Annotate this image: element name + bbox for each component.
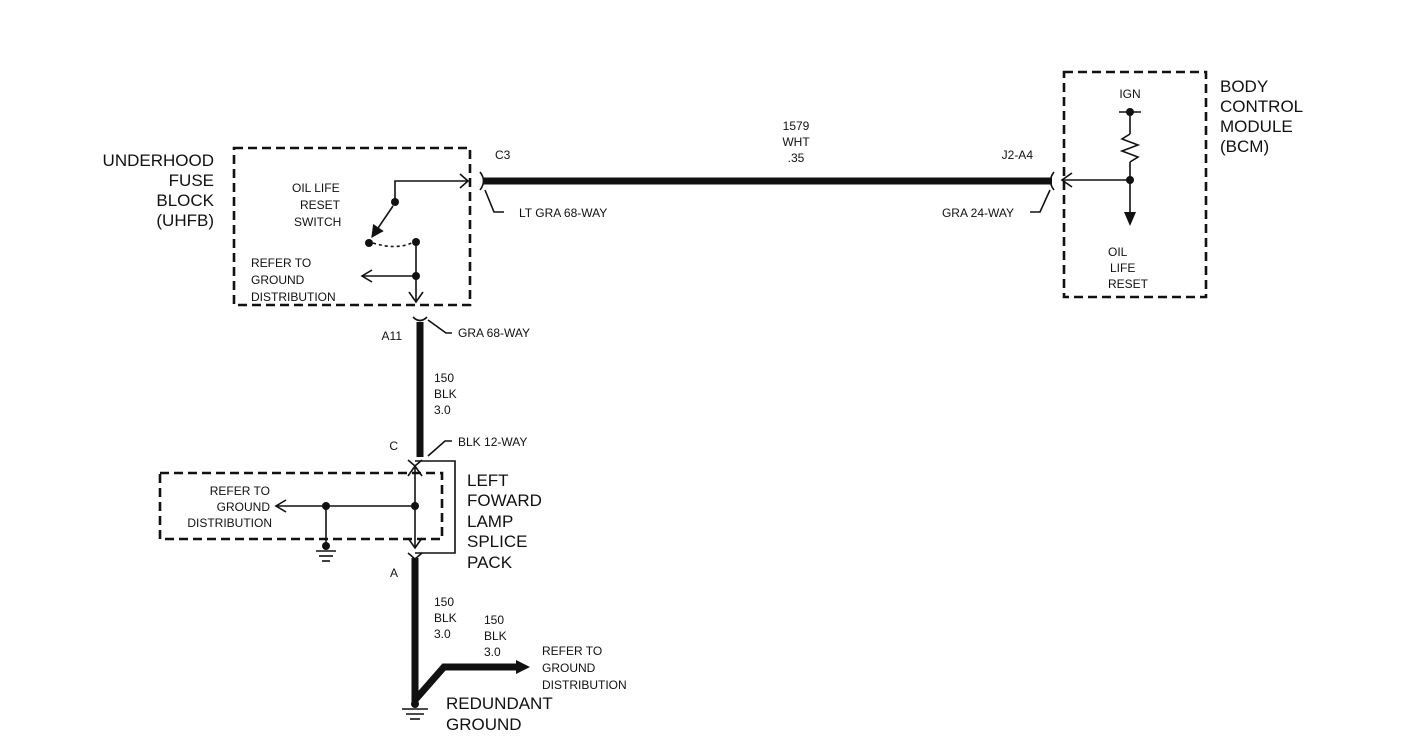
svg-text:150: 150	[434, 371, 454, 385]
c-leader	[427, 440, 452, 457]
splice-pack-label: LEFT FOWARD LAMP SPLICE PACK	[467, 471, 542, 572]
svg-text:WHT: WHT	[782, 135, 810, 149]
svg-text:UNDERHOOD: UNDERHOOD	[103, 151, 214, 170]
c3-connector-label: LT GRA 68-WAY	[519, 206, 607, 220]
wire-150-lower-label: 150 BLK 3.0	[434, 595, 457, 641]
a11-leader	[427, 319, 452, 334]
bcm-box	[1062, 70, 1208, 299]
oil-life-reset-switch	[360, 180, 468, 304]
branch-arrow	[516, 660, 530, 674]
bcm-internal-circuit: IGN OIL LIFE RESET	[1060, 87, 1149, 291]
j2a4-connector-label: GRA 24-WAY	[942, 206, 1014, 220]
svg-text:3.0: 3.0	[434, 403, 451, 417]
j2a4-leader	[1030, 189, 1051, 213]
wire-150-branch	[412, 663, 520, 703]
svg-text:.35: .35	[788, 151, 805, 165]
svg-text:FUSE: FUSE	[169, 171, 214, 190]
bottom-ground-ref-label: REFER TO GROUND DISTRIBUTION	[542, 644, 627, 692]
svg-text:GROUND: GROUND	[542, 661, 596, 675]
oil-life-reset-input-arrow	[1124, 212, 1136, 226]
c3-terminal-cap	[479, 171, 485, 191]
svg-text:REFER TO: REFER TO	[542, 644, 602, 658]
svg-text:DISTRIBUTION: DISTRIBUTION	[187, 516, 272, 530]
bcm-label: BODY CONTROL MODULE (BCM)	[1220, 77, 1303, 156]
redundant-ground-label: REDUNDANT GROUND	[446, 694, 553, 734]
j2a4-terminal-cap	[1049, 171, 1055, 191]
svg-text:GROUND: GROUND	[217, 500, 271, 514]
svg-text:REFER TO: REFER TO	[210, 484, 270, 498]
svg-text:3.0: 3.0	[434, 627, 451, 641]
svg-text:RESET: RESET	[1108, 277, 1149, 291]
svg-text:LEFT: LEFT	[467, 471, 509, 490]
svg-text:GROUND: GROUND	[251, 273, 305, 287]
svg-text:BLOCK: BLOCK	[156, 191, 214, 210]
wire-1579-label: 1579 WHT .35	[782, 119, 810, 165]
svg-text:LAMP: LAMP	[467, 512, 513, 531]
svg-text:OIL: OIL	[1108, 245, 1128, 259]
splice-pack-box	[158, 471, 444, 541]
a11-pin-label: A11	[382, 329, 403, 343]
svg-text:3.0: 3.0	[484, 645, 501, 659]
wire-150-upper-label: 150 BLK 3.0	[434, 371, 457, 417]
j2a4-pin-label: J2-A4	[1002, 148, 1034, 162]
splice-ground-ref-label: REFER TO GROUND DISTRIBUTION	[187, 484, 272, 530]
c-connector-label: BLK 12-WAY	[458, 435, 527, 449]
svg-text:150: 150	[484, 613, 504, 627]
svg-text:GROUND: GROUND	[446, 715, 522, 734]
svg-text:OIL LIFE: OIL LIFE	[292, 181, 340, 195]
svg-text:PACK: PACK	[467, 553, 513, 572]
svg-text:BLK: BLK	[434, 387, 457, 401]
svg-text:REDUNDANT: REDUNDANT	[446, 694, 553, 713]
pullup-resistor	[1119, 133, 1141, 163]
svg-text:LIFE: LIFE	[1110, 261, 1135, 275]
splice-pack-body	[415, 460, 456, 554]
oil-life-reset-switch-label: OIL LIFE RESET SWITCH	[292, 181, 341, 229]
uhfb-ground-ref-label: REFER TO GROUND DISTRIBUTION	[251, 256, 336, 304]
svg-text:SPLICE: SPLICE	[467, 532, 527, 551]
c3-pin-label: C3	[495, 148, 511, 162]
splice-pack-circuit	[274, 464, 423, 562]
svg-text:BODY: BODY	[1220, 77, 1268, 96]
svg-text:SWITCH: SWITCH	[294, 215, 341, 229]
ign-label: IGN	[1119, 87, 1140, 101]
svg-text:CONTROL: CONTROL	[1220, 97, 1303, 116]
wire-150-branch-label: 150 BLK 3.0	[484, 613, 507, 659]
c3-leader	[484, 189, 504, 213]
svg-text:(BCM): (BCM)	[1220, 137, 1269, 156]
a11-terminal-cap	[412, 316, 428, 322]
svg-text:150: 150	[434, 595, 454, 609]
redundant-ground-symbol	[402, 700, 428, 720]
c3-terminal	[459, 173, 470, 189]
svg-text:(UHFB): (UHFB)	[156, 211, 214, 230]
svg-text:RESET: RESET	[300, 198, 341, 212]
svg-text:BLK: BLK	[484, 629, 507, 643]
uhfb-label: UNDERHOOD FUSE BLOCK (UHFB)	[103, 151, 215, 230]
svg-text:MODULE: MODULE	[1220, 117, 1293, 136]
c-pin-label: C	[389, 439, 398, 453]
svg-text:REFER TO: REFER TO	[251, 256, 311, 270]
svg-text:BLK: BLK	[434, 611, 457, 625]
svg-text:FOWARD: FOWARD	[467, 491, 542, 510]
svg-text:DISTRIBUTION: DISTRIBUTION	[251, 290, 336, 304]
uhfb-box	[232, 146, 472, 307]
a-pin-label: A	[390, 566, 398, 580]
svg-text:1579: 1579	[783, 119, 810, 133]
svg-text:DISTRIBUTION: DISTRIBUTION	[542, 678, 627, 692]
a11-connector-label: GRA 68-WAY	[458, 326, 530, 340]
